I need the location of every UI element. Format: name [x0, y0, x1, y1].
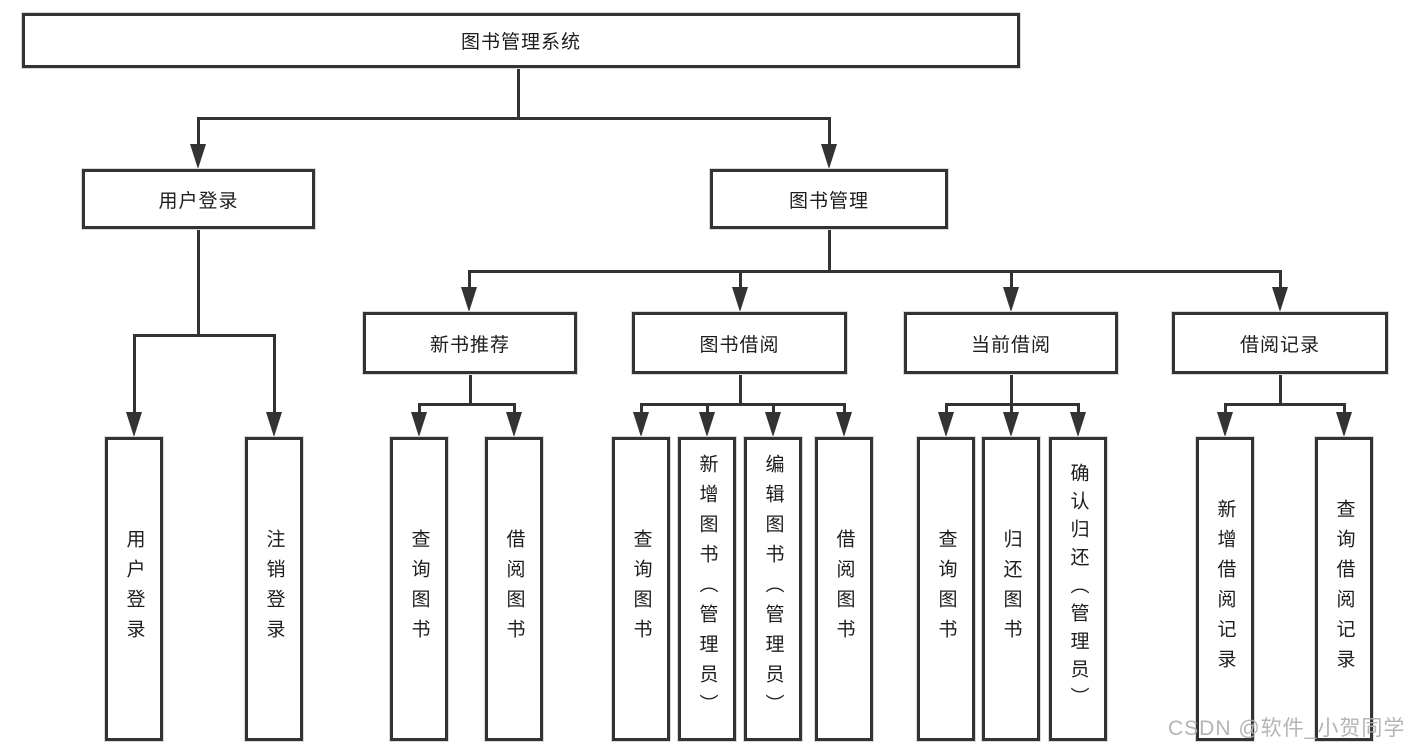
connector-book-borrow-bar: [640, 403, 845, 406]
arrow-down-icon: [266, 412, 282, 437]
connector-drop-leaf: [1010, 403, 1013, 415]
connector-book-management-stem: [828, 229, 831, 272]
connector-user-login-stem: [197, 229, 200, 335]
arrow-down-icon: [699, 412, 715, 437]
arrow-down-icon: [506, 412, 522, 437]
arrow-down-icon: [633, 412, 649, 437]
leaf-label: 借阅图书: [833, 529, 855, 649]
node-leaf-bb-borrow-books: 借阅图书: [815, 437, 873, 741]
connector-drop-leaf: [1077, 403, 1080, 415]
node-current-borrow: 当前借阅: [904, 312, 1118, 374]
connector-drop-leaf: [843, 403, 846, 415]
arrow-down-icon: [821, 144, 837, 169]
arrow-down-icon: [1003, 412, 1019, 437]
connector-drop-leaf: [772, 403, 775, 415]
node-leaf-nb-borrow-books: 借阅图书: [485, 437, 543, 741]
node-leaf-cb-confirm-return: 确认归还（管理员）: [1049, 437, 1107, 741]
leaf-label: 注销登录: [263, 529, 285, 649]
leaf-label: 查询借阅记录: [1333, 499, 1355, 679]
connector-drop-leaf: [133, 334, 136, 414]
node-new-books-label: 新书推荐: [429, 334, 510, 356]
connector-drop-leaf: [273, 334, 276, 414]
arrow-down-icon: [411, 412, 427, 437]
connector-borrow-records-bar: [1224, 403, 1345, 406]
node-book-management-label: 图书管理: [788, 190, 869, 212]
arrow-down-icon: [1003, 287, 1019, 312]
node-leaf-logout: 注销登录: [245, 437, 303, 741]
node-book-borrow: 图书借阅: [632, 312, 847, 374]
arrow-down-icon: [765, 412, 781, 437]
connector-drop-borrow-records: [1279, 270, 1282, 288]
connector-current-borrow-stem: [1010, 374, 1013, 405]
arrow-down-icon: [1070, 412, 1086, 437]
connector-drop-new-books: [468, 270, 471, 288]
leaf-label: 编辑图书（管理员）: [762, 454, 784, 724]
connector-drop-leaf: [1224, 403, 1227, 415]
node-leaf-bb-edit-books: 编辑图书（管理员）: [744, 437, 802, 741]
arrow-down-icon: [461, 287, 477, 312]
connector-drop-leaf: [706, 403, 709, 415]
connector-user-login-bar: [133, 334, 275, 337]
node-leaf-bb-query-books: 查询图书: [612, 437, 670, 741]
node-root-label: 图书管理系统: [460, 32, 581, 53]
node-new-books: 新书推荐: [363, 312, 577, 374]
node-borrow-records: 借阅记录: [1172, 312, 1388, 374]
connector-drop-user-login: [197, 117, 200, 147]
arrow-down-icon: [732, 287, 748, 312]
connector-drop-book-management: [828, 117, 831, 147]
node-user-login: 用户登录: [82, 169, 315, 229]
arrow-down-icon: [126, 412, 142, 437]
leaf-label: 归还图书: [1000, 529, 1022, 649]
node-book-management: 图书管理: [710, 169, 948, 229]
node-borrow-records-label: 借阅记录: [1239, 334, 1320, 356]
leaf-label: 查询图书: [630, 529, 652, 649]
node-leaf-cb-return-books: 归还图书: [982, 437, 1040, 741]
leaf-label: 确认归还（管理员）: [1067, 463, 1089, 715]
connector-root-stem: [517, 68, 520, 118]
leaf-label: 用户登录: [123, 529, 145, 649]
node-leaf-rec-query: 查询借阅记录: [1315, 437, 1373, 741]
leaf-label: 借阅图书: [503, 529, 525, 649]
node-user-login-label: 用户登录: [158, 190, 239, 212]
node-leaf-nb-query-books: 查询图书: [390, 437, 448, 741]
connector-drop-leaf: [640, 403, 643, 415]
connector-book-borrow-stem: [739, 374, 742, 405]
connector-borrow-records-stem: [1279, 374, 1282, 405]
connector-drop-leaf: [418, 403, 421, 415]
node-leaf-user-login: 用户登录: [105, 437, 163, 741]
connector-new-books-bar: [418, 403, 515, 406]
connector-level3-bar: [468, 270, 1282, 273]
leaf-label: 查询图书: [935, 529, 957, 649]
csdn-watermark: CSDN @软件_小贺同学: [1168, 717, 1405, 740]
node-leaf-cb-query-books: 查询图书: [917, 437, 975, 741]
connector-drop-current-borrow: [1010, 270, 1013, 288]
arrow-down-icon: [190, 144, 206, 169]
leaf-label: 新增图书（管理员）: [696, 454, 718, 724]
connector-new-books-stem: [469, 374, 472, 405]
leaf-label: 新增借阅记录: [1214, 499, 1236, 679]
connector-drop-leaf: [1343, 403, 1346, 415]
node-leaf-bb-add-books: 新增图书（管理员）: [678, 437, 736, 741]
arrow-down-icon: [1272, 287, 1288, 312]
node-book-borrow-label: 图书借阅: [699, 334, 780, 356]
connector-drop-book-borrow: [739, 270, 742, 288]
node-current-borrow-label: 当前借阅: [970, 334, 1051, 356]
connector-level2-bar: [197, 117, 831, 120]
arrow-down-icon: [1336, 412, 1352, 437]
connector-drop-leaf: [945, 403, 948, 415]
node-root: 图书管理系统: [22, 13, 1020, 68]
leaf-label: 查询图书: [408, 529, 430, 649]
arrow-down-icon: [836, 412, 852, 437]
node-leaf-rec-add: 新增借阅记录: [1196, 437, 1254, 741]
arrow-down-icon: [938, 412, 954, 437]
connector-drop-leaf: [513, 403, 516, 415]
arrow-down-icon: [1217, 412, 1233, 437]
